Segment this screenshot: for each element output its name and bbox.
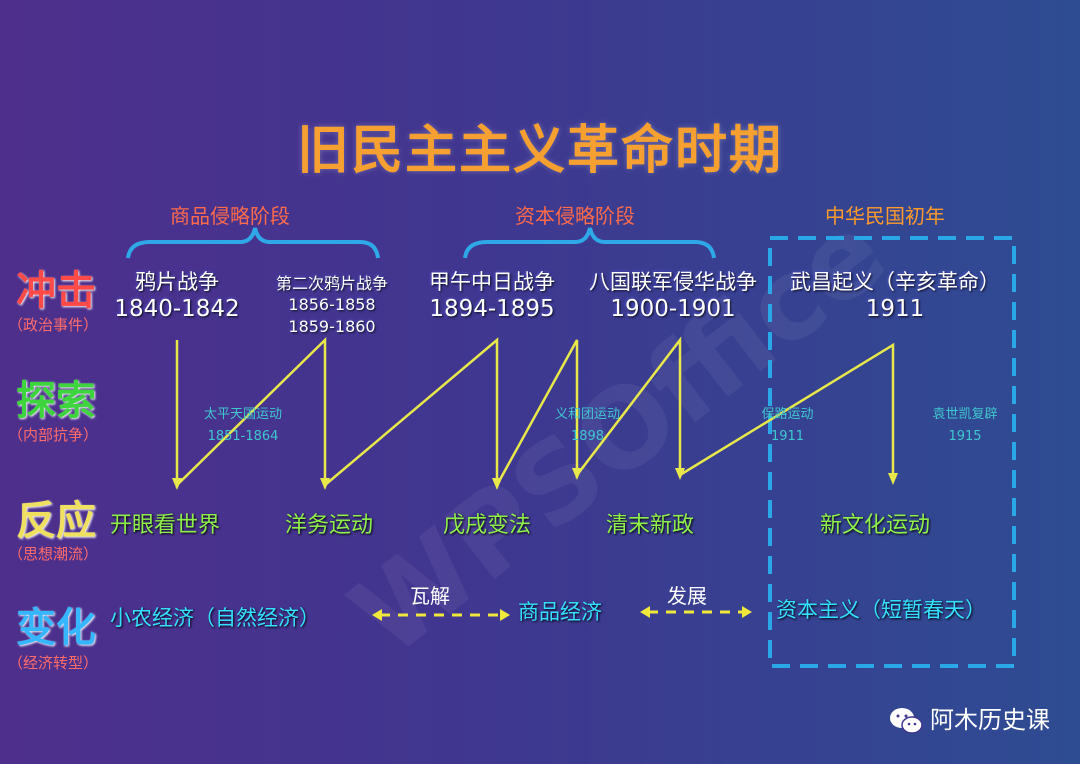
explore-name: 袁世凯复辟 (932, 407, 998, 422)
event-year: 1840-1842 (114, 296, 240, 322)
page-title: 旧民主主义革命时期 (296, 121, 783, 181)
reaction-hundred-days: 戊戌变法 (443, 513, 532, 538)
reaction-self-strengthening: 洋务运动 (285, 513, 374, 538)
event-year: 1894-1895 (429, 296, 555, 322)
explore-year: 1851-1864 (207, 429, 279, 444)
explore-railway: 保路运动 1911 (745, 404, 830, 448)
event-name: 八国联军侵华战争 (589, 270, 757, 294)
row-head-explore: 探索 (16, 378, 96, 424)
reaction-late-qing-reform: 清末新政 (606, 513, 695, 538)
change-commodity: 商品经济 (518, 600, 602, 624)
transition-label-develop: 发展 (667, 584, 707, 608)
wechat-account: 阿木历史课 (888, 700, 1050, 736)
row-head-impact: 冲击 (16, 268, 96, 314)
event-name: 武昌起义（辛亥革命） (790, 270, 1000, 294)
wechat-icon (888, 706, 924, 736)
row-head-reaction: 反应 (16, 498, 96, 544)
row-sub-explore: （内部抗争） (8, 426, 99, 444)
event-name: 甲午中日战争 (429, 270, 555, 294)
event-name: 鸦片战争 (135, 270, 219, 294)
brace-capital (463, 227, 716, 259)
explore-name: 义和团运动 (554, 407, 620, 422)
explore-year: 1915 (948, 429, 982, 444)
row-sub-reaction: （思想潮流） (8, 545, 99, 563)
event-year: 1856-1858 (288, 295, 376, 314)
explore-name: 太平天国运动 (203, 407, 282, 422)
stage-label-capital: 资本侵略阶段 (515, 204, 635, 228)
transition-label-collapse: 瓦解 (410, 584, 450, 608)
explore-name: 保路运动 (761, 407, 814, 422)
explore-year: 1898 (570, 429, 605, 444)
event-name: 第二次鸦片战争 (275, 274, 388, 293)
zigzag-line (175, 336, 895, 488)
event-sino-japanese-war: 甲午中日战争 1894-1895 (412, 266, 572, 322)
explore-yuan-restoration: 袁世凯复辟 1915 (915, 404, 1015, 448)
change-capitalism: 资本主义（短暂春天） (776, 598, 986, 622)
reaction-open-eyes: 开眼看世界 (110, 513, 221, 538)
event-year: 1911 (865, 296, 925, 322)
roc-dashed-box (768, 236, 1016, 668)
explore-year: 1911 (770, 429, 805, 444)
reaction-new-culture: 新文化运动 (820, 513, 931, 538)
row-sub-change: （经济转型） (8, 654, 99, 672)
event-opium-war: 鸦片战争 1840-1842 (112, 266, 242, 322)
event-eight-nation-war: 八国联军侵华战争 1900-1901 (573, 266, 773, 322)
row-sub-impact: （政治事件） (8, 316, 99, 334)
event-year: 1900-1901 (610, 296, 736, 322)
change-smallholder: 小农经济（自然经济） (110, 606, 320, 630)
row-head-change: 变化 (16, 605, 96, 651)
explore-taiping: 太平天国运动 1851-1864 (188, 404, 298, 448)
stage-label-commodity: 商品侵略阶段 (170, 204, 290, 228)
wechat-account-name: 阿木历史课 (930, 706, 1050, 734)
explore-boxer: 义和团运动 1898 (535, 404, 640, 448)
event-second-opium-war: 第二次鸦片战争 1856-1858 1859-1860 (262, 270, 402, 338)
brace-commodity (126, 227, 380, 259)
event-year: 1859-1860 (288, 317, 376, 336)
event-wuchang-uprising: 武昌起义（辛亥革命） 1911 (770, 266, 1020, 322)
stage-label-roc: 中华民国初年 (825, 204, 945, 228)
